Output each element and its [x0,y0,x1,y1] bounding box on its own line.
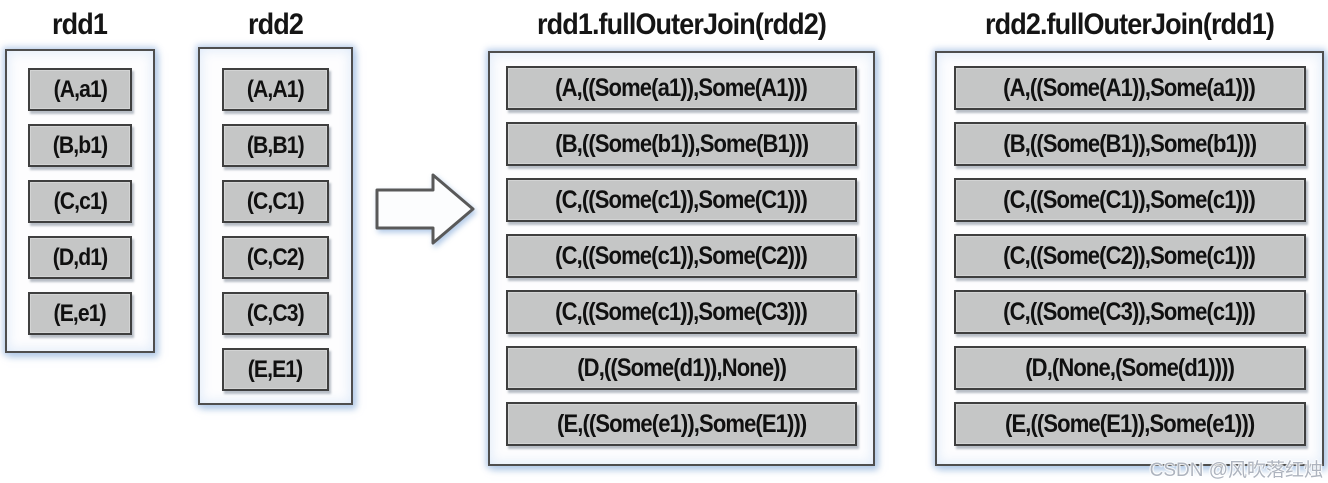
tuple-cell: (C,((Some(C3)),Some(c1))) [953,290,1306,334]
tuple-cell-label: (D,d1) [52,243,108,271]
tuple-cell-label: (C,((Some(c1)),Some(C1))) [555,185,809,214]
tuple-cell-label: (B,B1) [247,131,305,159]
tuple-cell: (C,((Some(c1)),Some(C2))) [506,234,857,278]
tuple-cell: (C,((Some(C1)),Some(c1))) [953,178,1306,222]
tuple-cell: (A,A1) [222,68,329,111]
tuple-cell: (E,E1) [222,348,329,391]
tuple-cell-label: (A,A1) [247,75,305,103]
tuple-cell: (C,((Some(c1)),Some(C1))) [506,178,857,222]
tuple-cell: (D,d1) [28,236,132,279]
tuple-cell-label: (E,E1) [248,355,303,383]
join1-cell-list: (A,((Some(a1)),Some(A1))) (B,((Some(b1)),… [490,53,873,464]
column-title-join1-label: rdd1.fullOuterJoin(rdd2) [537,8,827,41]
tuple-cell-label: (B,((Some(b1)),Some(B1))) [555,129,809,158]
tuple-cell-label: (D,(None,(Some(d1)))) [1025,353,1235,382]
column-title-rdd2: rdd2 [198,4,353,46]
tuple-cell: (B,((Some(B1)),Some(b1))) [953,122,1306,166]
column-title-rdd2-fullouterjoin-rdd1: rdd2.fullOuterJoin(rdd1) [935,4,1324,46]
column-title-rdd2-label: rdd2 [248,8,304,41]
tuple-cell-label: (D,((Some(d1)),None)) [577,353,787,382]
tuple-cell: (C,C3) [222,292,329,335]
column-title-rdd1-label: rdd1 [52,8,109,41]
tuple-cell-label: (C,((Some(c1)),Some(C2))) [555,241,809,270]
tuple-cell: (A,((Some(a1)),Some(A1))) [506,66,857,110]
tuple-cell: (E,((Some(e1)),Some(E1))) [506,402,857,446]
tuple-cell-label: (C,C2) [247,243,305,271]
rdd1-box: (A,a1) (B,b1) (C,c1) (D,d1) (E,e1) [5,49,155,353]
tuple-cell-label: (A,((Some(a1)),Some(A1))) [555,73,809,102]
column-title-rdd1-fullouterjoin-rdd2: rdd1.fullOuterJoin(rdd2) [488,4,875,46]
tuple-cell: (E,e1) [28,292,132,335]
tuple-cell-label: (A,((Some(A1)),Some(a1))) [1003,73,1257,102]
tuple-cell: (B,B1) [222,124,329,167]
tuple-cell: (C,C2) [222,236,329,279]
tuple-cell-label: (E,e1) [53,299,107,327]
tuple-cell: (B,((Some(b1)),Some(B1))) [506,122,857,166]
rdd1-fullouterjoin-rdd2-box: (A,((Some(a1)),Some(A1))) (B,((Some(b1)),… [488,51,875,466]
tuple-cell: (D,(None,(Some(d1)))) [953,346,1306,390]
tuple-cell: (C,C1) [222,180,329,223]
tuple-cell-label: (C,c1) [53,187,107,215]
tuple-cell-label: (C,((Some(C2)),Some(c1))) [1003,241,1257,270]
tuple-cell-label: (C,C3) [247,299,305,327]
tuple-cell: (C,((Some(c1)),Some(C3))) [506,290,857,334]
tuple-cell-label: (B,b1) [52,131,108,159]
rdd2-cell-list: (A,A1) (B,B1) (C,C1) (C,C2) (C,C3) (E,E1) [200,49,351,403]
rdd2-fullouterjoin-rdd1-box: (A,((Some(A1)),Some(a1))) (B,((Some(B1)),… [935,51,1324,466]
tuple-cell: (A,((Some(A1)),Some(a1))) [953,66,1306,110]
tuple-cell-label: (E,((Some(E1)),Some(e1))) [1004,409,1255,438]
tuple-cell: (E,((Some(E1)),Some(e1))) [953,402,1306,446]
tuple-cell-label: (C,((Some(C3)),Some(c1))) [1003,297,1257,326]
right-block-arrow-icon [375,173,475,245]
tuple-cell: (D,((Some(d1)),None)) [506,346,857,390]
tuple-cell: (C,((Some(C2)),Some(c1))) [953,234,1306,278]
column-title-join2-label: rdd2.fullOuterJoin(rdd1) [985,8,1275,41]
tuple-cell-label: (C,C1) [247,187,305,215]
tuple-cell: (A,a1) [28,68,132,111]
tuple-cell-label: (C,((Some(c1)),Some(C3))) [555,297,809,326]
rdd2-box: (A,A1) (B,B1) (C,C1) (C,C2) (C,C3) (E,E1) [198,47,353,405]
csdn-watermark: CSDN @风吹落红烛 [1149,460,1323,481]
column-title-rdd1: rdd1 [5,4,155,46]
tuple-cell: (B,b1) [28,124,132,167]
tuple-cell-label: (C,((Some(C1)),Some(c1))) [1003,185,1257,214]
rdd1-cell-list: (A,a1) (B,b1) (C,c1) (D,d1) (E,e1) [7,51,153,351]
tuple-cell: (C,c1) [28,180,132,223]
tuple-cell-label: (B,((Some(B1)),Some(b1))) [1003,129,1257,158]
tuple-cell-label: (A,a1) [53,75,107,103]
tuple-cell-label: (E,((Some(e1)),Some(E1))) [556,409,807,438]
join2-cell-list: (A,((Some(A1)),Some(a1))) (B,((Some(B1)),… [937,53,1322,464]
